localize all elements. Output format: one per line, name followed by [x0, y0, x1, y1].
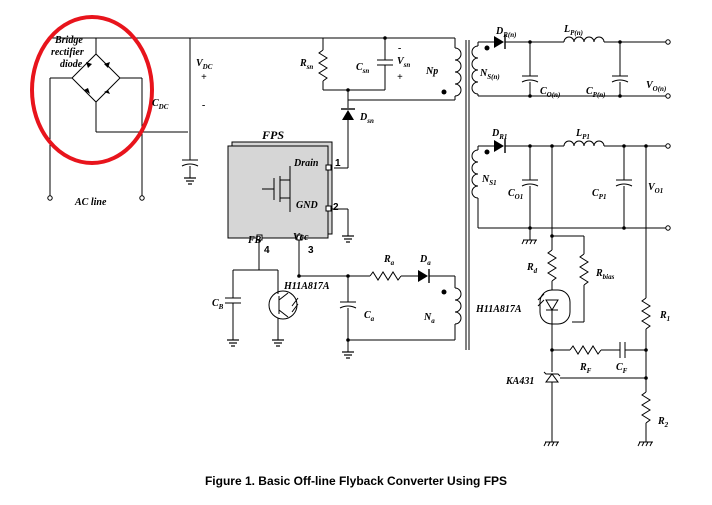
ka431-label: KA431 [505, 376, 534, 387]
cf-label: CF [616, 362, 628, 375]
csn-label: Csn [356, 62, 369, 75]
cdc-label: CDC [152, 98, 169, 111]
bridge-label-line2: rectifier [51, 47, 84, 58]
flyback-schematic: Bridge rectifier diode AC line VDC + - C… [30, 15, 671, 447]
r1-label: R1 [659, 310, 670, 323]
nsn-label: NS(n) [479, 68, 500, 81]
ac-line-label: AC line [74, 197, 107, 208]
co1-label: CO1 [508, 188, 523, 201]
opto-secondary-label: H11A817A [475, 304, 522, 315]
lpn-label: LP(n) [563, 24, 583, 37]
figure-caption: Figure 1. Basic Off-line Flyback Convert… [204, 474, 508, 488]
rsn-label: Rsn [299, 58, 313, 71]
ns1-label: NS1 [481, 174, 497, 187]
feedback-primary [225, 240, 348, 347]
drain-pin-label: Drain [293, 158, 319, 169]
bridge-label-line3: diode [60, 59, 83, 70]
vcc-pin-label: Vcc [293, 232, 309, 243]
fps-label: FPS [261, 128, 284, 142]
fb-pin-label: FB [247, 235, 262, 246]
dn-label: DR(n) [495, 26, 516, 39]
cp1-label: CP1 [592, 188, 606, 201]
lp1-label: LP1 [575, 128, 590, 141]
fps-ic [227, 141, 355, 243]
vsn-plus: + [397, 72, 403, 83]
ra-label: Ra [383, 254, 395, 267]
vdc-minus: - [202, 100, 205, 111]
rd-label: Rd [526, 262, 538, 275]
da-label: Da [419, 254, 431, 267]
feedback-secondary [537, 146, 654, 447]
opto-primary-label: H11A817A [283, 281, 330, 292]
vdc-label: VDC [196, 58, 213, 71]
cb-label: CB [212, 298, 224, 311]
pin-4: 4 [264, 245, 270, 256]
von-label: VO(n) [646, 80, 666, 93]
vsn-label: Vsn [397, 56, 410, 69]
rbias-label: Rbias [595, 268, 615, 281]
snubber-network [190, 36, 455, 169]
vo1-label: VO1 [648, 182, 663, 195]
dr1-label: DR1 [491, 128, 507, 141]
secondary-n-output [471, 35, 671, 99]
bridge-rectifier [47, 37, 190, 201]
secondary-1-output [471, 139, 671, 245]
bridge-label-line1: Bridge [54, 35, 83, 46]
na-label: Na [423, 312, 435, 325]
rf-label: RF [579, 362, 592, 375]
r2-label: R2 [657, 416, 669, 429]
transformer-primary [348, 38, 470, 350]
con-label: CO(n) [540, 86, 560, 99]
highlight-circle [30, 15, 154, 165]
vdc-plus: + [201, 72, 207, 83]
pin-3: 3 [308, 245, 314, 256]
ca-label: Ca [364, 310, 375, 323]
gnd-pin-label: GND [296, 200, 318, 211]
dsn-label: Dsn [359, 112, 374, 125]
dc-bus-capacitor [181, 38, 199, 185]
np-label: Np [425, 66, 438, 77]
pin-1: 1 [335, 158, 341, 169]
vsn-minus: - [398, 43, 401, 54]
aux-winding [339, 269, 462, 359]
pin-2: 2 [333, 202, 339, 213]
cpn-label: CP(n) [586, 86, 606, 99]
